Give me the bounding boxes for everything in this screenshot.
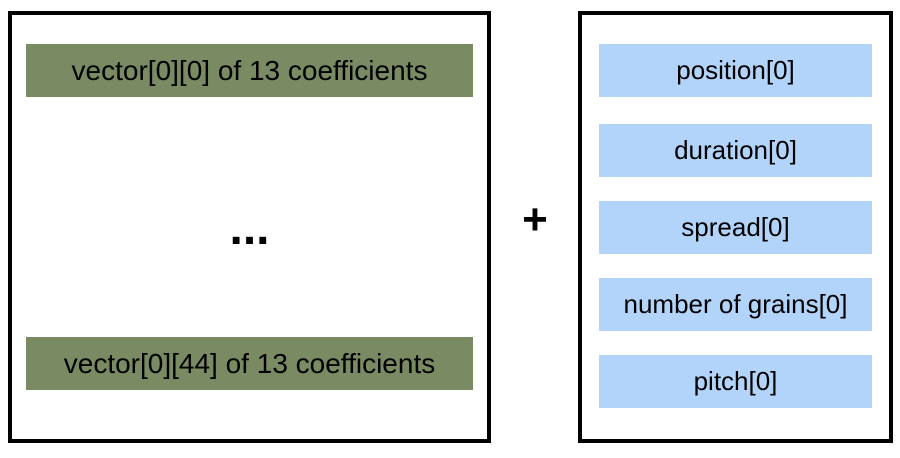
vector-first-box: vector[0][0] of 13 coefficients (26, 44, 473, 97)
feature-vectors-panel: vector[0][0] of 13 coefficients ... vect… (8, 11, 491, 443)
ellipsis-text: ... (229, 202, 270, 255)
param-pitch-box: pitch[0] (599, 355, 872, 408)
param-position-box: position[0] (599, 44, 872, 97)
param-duration-box: duration[0] (599, 124, 872, 177)
parameters-panel: position[0] duration[0] spread[0] number… (578, 11, 893, 443)
plus-operator: + (522, 195, 548, 244)
param-number-of-grains-box: number of grains[0] (599, 278, 872, 331)
param-spread-box: spread[0] (599, 201, 872, 254)
vector-last-box: vector[0][44] of 13 coefficients (26, 337, 473, 390)
